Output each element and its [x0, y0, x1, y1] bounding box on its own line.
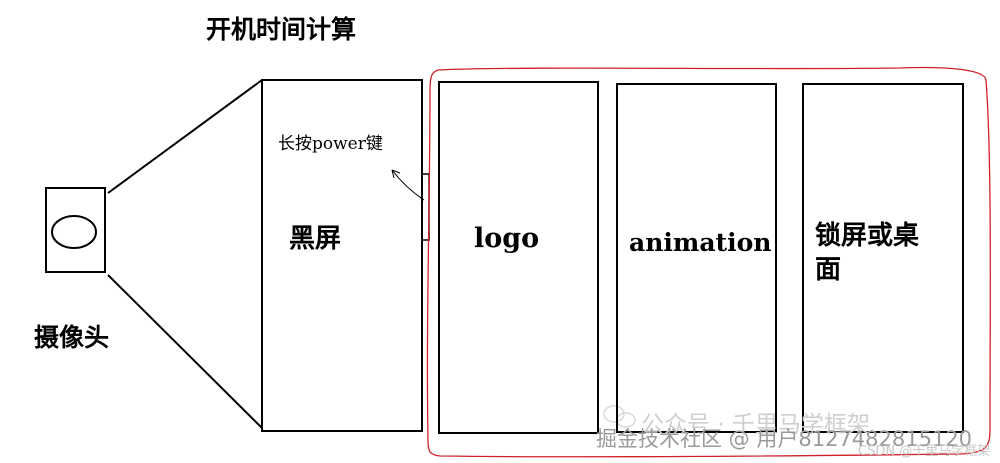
diagram-title: 开机时间计算 [206, 15, 357, 44]
view-line-top [107, 79, 263, 194]
camera-body [45, 187, 106, 273]
watermark-wechat: 公众号 · 千里马学框架 [641, 412, 870, 438]
stages-highlight [426, 66, 991, 458]
press-arrow-head [391, 169, 401, 179]
camera-label: 摄像头 [34, 323, 110, 352]
stage-box-animation [616, 83, 777, 433]
watermark-csdn: CSDN @千里马学框架 [858, 444, 991, 459]
screen-box [261, 79, 423, 432]
view-line-bottom [107, 274, 263, 429]
camera-lens [51, 215, 97, 249]
stage-label-desktop: 锁屏或桌面 [815, 221, 920, 285]
stage-label-logo: logo [474, 223, 540, 254]
black-screen-label: 黑屏 [289, 224, 342, 254]
stage-label-animation: animation [629, 228, 772, 257]
stage-box-desktop [802, 83, 964, 433]
power-hint-label: 长按power键 [278, 134, 383, 154]
stage-box-logo [438, 81, 599, 434]
watermark-juejin: 掘金技术社区 @ 用户8127482815120 [596, 427, 973, 451]
power-button [421, 173, 430, 241]
